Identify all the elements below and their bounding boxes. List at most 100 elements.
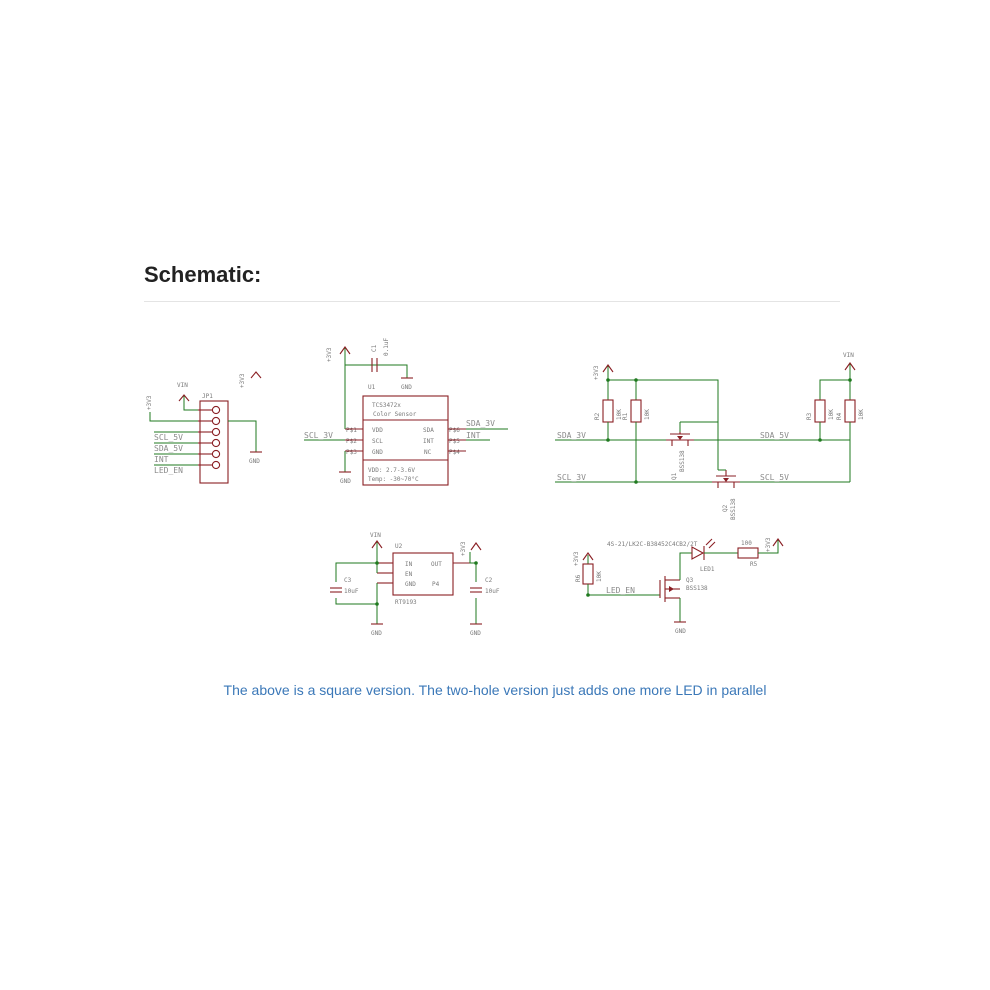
shifter-res-ref-3: R4 — [836, 412, 843, 420]
level-shifter: +3V3 VIN R2 10K R1 10K R3 10K R4 10K — [555, 352, 865, 520]
sensor-num-3: P$3 — [346, 449, 357, 456]
regulator-gnd-b: GND — [470, 630, 481, 637]
regulator-cap-in-ref: C3 — [344, 577, 352, 584]
shifter-fet-q2-ref: Q2 — [722, 504, 729, 512]
sensor-num-2: P$2 — [346, 438, 357, 445]
connector-jp1: JP1 VIN +3V3 +3V3 GND SCL_5V SDA_5V INT … — [146, 371, 262, 484]
sensor-net-int: INT — [466, 431, 481, 440]
regulator-u2: U2 RT9193 IN EN GND OUT P4 C3 10uF C2 10… — [330, 532, 500, 637]
sensor-net-sda: SDA_3V — [466, 419, 495, 428]
sensor-net-scl: SCL_3V — [304, 431, 333, 440]
sensor-ref: U1 — [368, 384, 376, 391]
sensor-pin-gnd: GND — [372, 449, 383, 456]
shifter-res-r3 — [814, 399, 826, 423]
shifter-res-ref-1: R1 — [622, 412, 629, 420]
sensor-num-1: P$1 — [346, 427, 357, 434]
shifter-res-r4 — [844, 399, 856, 423]
regulator-pin-en: EN — [405, 571, 413, 578]
section-heading: Schematic: — [144, 262, 262, 287]
led-driver-res-r6 — [582, 563, 594, 585]
connector-3v3-label-b: +3V3 — [239, 373, 246, 388]
connector-vin-label: VIN — [177, 382, 188, 389]
regulator-pin-gnd: GND — [405, 581, 416, 588]
shifter-fet-q1-part: BSS138 — [679, 450, 686, 472]
shifter-net-scl3v: SCL_3V — [557, 473, 586, 482]
regulator-body — [392, 552, 454, 596]
connector-pin-5 — [211, 449, 221, 459]
led-driver-res-led-ref: R5 — [750, 561, 758, 568]
net-label-scl5v: SCL_5V — [154, 433, 183, 442]
regulator-pin-p4: P4 — [432, 581, 440, 588]
shifter-fet-q2-part: BSS138 — [730, 498, 737, 520]
regulator-cap-in-val: 10uF — [344, 588, 359, 595]
connector-pin-6 — [211, 460, 221, 470]
shifter-fet-q1: Q1 BSS138 — [666, 432, 694, 480]
connector-pin-4 — [211, 438, 221, 448]
shifter-vin-label: VIN — [843, 352, 854, 359]
sensor-pin-nc: NC — [424, 449, 432, 456]
connector-3v3-label-a: +3V3 — [146, 395, 153, 410]
shifter-res-ref-2: R3 — [806, 412, 813, 420]
led-driver-res-led-val: 100 — [741, 540, 752, 547]
sensor-cap-val: 0.1uF — [383, 338, 390, 356]
sensor-gnd-top: GND — [401, 384, 412, 391]
connector-body — [199, 400, 229, 484]
led-driver-led-ref: LED1 — [700, 566, 715, 573]
sensor-desc: Color Sensor — [373, 411, 417, 418]
regulator-rail-label: +3V3 — [460, 541, 467, 556]
sensor-pin-sda: SDA — [423, 427, 434, 434]
heading-divider — [144, 301, 840, 302]
sensor-pin-int: INT — [423, 438, 434, 445]
led-driver-net: LED_EN — [606, 586, 635, 595]
net-label-sda5v: SDA_5V — [154, 444, 183, 453]
regulator-ref: U2 — [395, 543, 403, 550]
sensor-part: TCS3472x — [372, 402, 401, 409]
led-driver-fet-q3: Q3 BSS138 — [659, 576, 708, 602]
regulator-pin-in: IN — [405, 561, 413, 568]
led-driver-gnd: GND — [675, 628, 686, 635]
led-driver-fet-ref: Q3 — [686, 577, 694, 584]
sensor-num-4: P$4 — [449, 449, 460, 456]
regulator-gnd-a: GND — [371, 630, 382, 637]
net-label-led-en: LED_EN — [154, 466, 183, 475]
sensor-pin-vdd: VDD — [372, 427, 383, 434]
shifter-res-r2 — [602, 399, 614, 423]
led-driver-out-rail: +3V3 — [765, 537, 772, 552]
shifter-fet-q1-ref: Q1 — [671, 472, 678, 480]
connector-pin-1 — [211, 405, 221, 415]
shifter-res-val-0: 10K — [616, 409, 623, 420]
shifter-res-val-1: 10K — [644, 409, 651, 420]
led-driver: +3V3 R6 10K LED_EN Q3 BSS138 GND — [573, 537, 784, 635]
led-driver-fet-part: BSS138 — [686, 585, 708, 592]
shifter-net-scl5v: SCL_5V — [760, 473, 789, 482]
shifter-res-ref-0: R2 — [594, 412, 601, 420]
shifter-res-r1 — [630, 399, 642, 423]
sensor-pin-scl: SCL — [372, 438, 383, 445]
shifter-fet-q2: Q2 BSS138 — [712, 469, 740, 520]
sensor-num-6: P$6 — [449, 427, 460, 434]
connector-ref: JP1 — [202, 393, 213, 400]
led-driver-res-ref: R6 — [575, 574, 582, 582]
sensor-rail-label: +3V3 — [326, 347, 333, 362]
sensor-temp-spec: Temp: -30~70°C — [368, 476, 419, 483]
regulator-part: RT9193 — [395, 599, 417, 606]
connector-pin-2 — [211, 416, 221, 426]
led-driver-led-part: 4S-21/LK2C-B38452C4CB2/2T — [607, 541, 698, 548]
regulator-vin-label: VIN — [370, 532, 381, 539]
shifter-net-sda5v: SDA_5V — [760, 431, 789, 440]
sensor-gnd-bot: GND — [340, 478, 351, 485]
led-driver-rail-label: +3V3 — [573, 551, 580, 566]
sensor-cap-ref: C1 — [371, 344, 378, 352]
regulator-pin-out: OUT — [431, 561, 442, 568]
net-label-int: INT — [154, 455, 169, 464]
sensor-num-5: P$5 — [449, 438, 460, 445]
regulator-cap-out-val: 10uF — [485, 588, 500, 595]
regulator-cap-out-ref: C2 — [485, 577, 493, 584]
schematic-caption: The above is a square version. The two-h… — [223, 682, 767, 698]
led-driver-res-val: 10K — [596, 571, 603, 582]
connector-pin-3 — [211, 427, 221, 437]
shifter-rail-label: +3V3 — [593, 365, 600, 380]
connector-gnd-label: GND — [249, 458, 260, 465]
led-driver-res-r5 — [737, 547, 759, 559]
